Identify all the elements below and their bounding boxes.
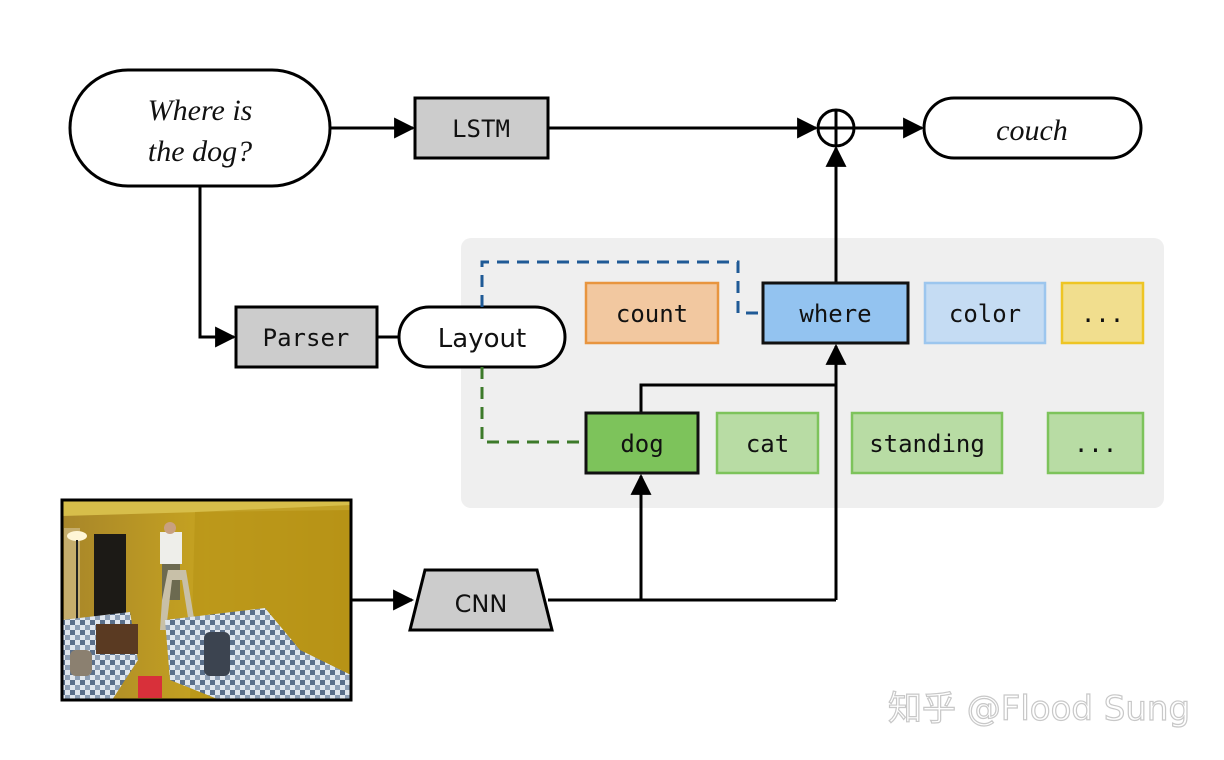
module-dog: dog bbox=[584, 411, 700, 475]
module-box bbox=[584, 411, 700, 475]
module-standing: standing bbox=[850, 411, 1004, 475]
module-label: standing bbox=[869, 430, 985, 458]
layout-to-where-dashed-link bbox=[480, 260, 762, 315]
module-box bbox=[761, 281, 910, 345]
attention-modules-row: count where color... bbox=[584, 281, 1145, 345]
question-line2: the dog? bbox=[148, 135, 252, 168]
cnn-box: CNN bbox=[408, 568, 554, 632]
find-modules-row: dog cat standing... bbox=[584, 411, 1145, 475]
module-box bbox=[715, 411, 820, 475]
layout-node: Layout bbox=[397, 305, 567, 369]
module-label: ... bbox=[1081, 300, 1124, 328]
module-more: ... bbox=[1060, 281, 1145, 345]
module-label: cat bbox=[746, 430, 789, 458]
answer-label: couch bbox=[996, 114, 1068, 147]
module-cat: cat bbox=[715, 411, 820, 475]
module-label: where bbox=[799, 300, 871, 328]
lstm-box: LSTM bbox=[413, 96, 550, 160]
module-label: count bbox=[616, 300, 688, 328]
cnn-label: CNN bbox=[455, 590, 508, 618]
module-box bbox=[584, 281, 720, 345]
parser-label: Parser bbox=[263, 324, 350, 352]
layout-label: Layout bbox=[438, 324, 526, 354]
module-label: ... bbox=[1074, 430, 1117, 458]
question-to-parser-arrow bbox=[198, 186, 237, 348]
module-box bbox=[1046, 411, 1145, 475]
module-box bbox=[850, 411, 1004, 475]
module-color: color bbox=[923, 281, 1047, 345]
module-count: count bbox=[584, 281, 720, 345]
module-label: dog bbox=[620, 430, 663, 458]
input-image bbox=[60, 498, 353, 702]
sum-circle-icon bbox=[816, 108, 856, 148]
module-box bbox=[923, 281, 1047, 345]
question-node: Where is the dog? bbox=[68, 68, 332, 188]
module-box bbox=[1060, 281, 1145, 345]
layout-to-dog-dashed-link bbox=[480, 367, 585, 444]
watermark: 知乎 @Flood Sung bbox=[888, 689, 1190, 729]
lstm-label: LSTM bbox=[452, 115, 510, 143]
module-where: where bbox=[761, 281, 910, 345]
module-label: color bbox=[949, 300, 1021, 328]
dog-to-where-line bbox=[639, 383, 836, 412]
answer-node: couch bbox=[922, 96, 1143, 160]
connectors bbox=[198, 117, 925, 611]
module-more: ... bbox=[1046, 411, 1145, 475]
question-line1: Where is bbox=[148, 94, 253, 127]
parser-box: Parser bbox=[234, 305, 379, 369]
